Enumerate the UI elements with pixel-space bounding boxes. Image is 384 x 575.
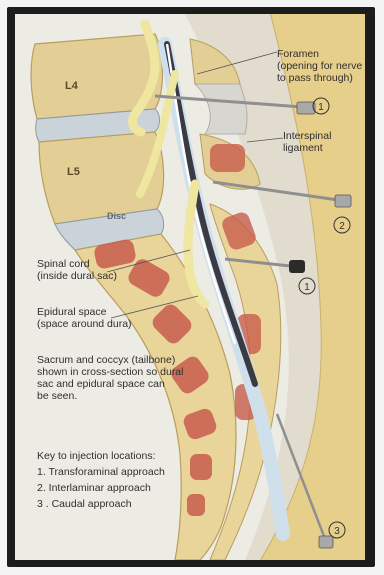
foramen-line-3: to pass through) (277, 72, 362, 84)
interspinal-ligament (195, 84, 247, 134)
marker-2-number: 2 (339, 221, 345, 232)
foramen-line-1: Foramen (277, 48, 362, 60)
sacrum-note-line-1: Sacrum and coccyx (tailbone) (37, 354, 183, 366)
key-item-caudal: 3 . Caudal approach (37, 498, 165, 510)
marker-3-number: 3 (334, 526, 340, 537)
label-interspinal-ligament: Interspinal ligament (283, 130, 331, 154)
label-spinal-cord: Spinal cord (inside dural sac) (37, 258, 117, 282)
marker-1-number: 1 (318, 102, 324, 113)
spinal-cord-line-1: Spinal cord (37, 258, 117, 270)
epidural-line-2: (space around dura) (37, 318, 132, 330)
ligament-line-2: ligament (283, 142, 331, 154)
sacrum-note-line-2: shown in cross-section so dural (37, 366, 183, 378)
sacral-segment (187, 494, 205, 516)
key-item-interlaminar: 2. Interlaminar approach (37, 482, 165, 494)
epidural-line-1: Epidural space (37, 306, 132, 318)
ligament-line-1: Interspinal (283, 130, 331, 142)
sacrum-note-line-3: sac and epidural space can (37, 378, 183, 390)
key-item-transforaminal: 1. Transforaminal approach (37, 466, 165, 478)
key-title: Key to injection locations: (37, 450, 165, 462)
foramen-line-2: (opening for nerve (277, 60, 362, 72)
injection-key: Key to injection locations: 1. Transfora… (37, 450, 165, 510)
label-l4: L4 (65, 80, 78, 92)
label-epidural-space: Epidural space (space around dura) (37, 306, 132, 330)
label-sacrum-note: Sacrum and coccyx (tailbone) shown in cr… (37, 354, 183, 402)
label-foramen: Foramen (opening for nerve to pass throu… (277, 48, 362, 84)
spinous-marrow (210, 144, 245, 172)
sacral-segment (190, 454, 212, 480)
spinal-cord-line-2: (inside dural sac) (37, 270, 117, 282)
marker-1b-number: 1 (304, 282, 310, 293)
label-disc: Disc (107, 210, 126, 222)
label-l5: L5 (67, 166, 80, 178)
spine-illustration: 1 2 1 3 L4 L5 Disc Foramen (opening for … (15, 14, 365, 560)
sacrum-note-line-4: be seen. (37, 390, 183, 402)
